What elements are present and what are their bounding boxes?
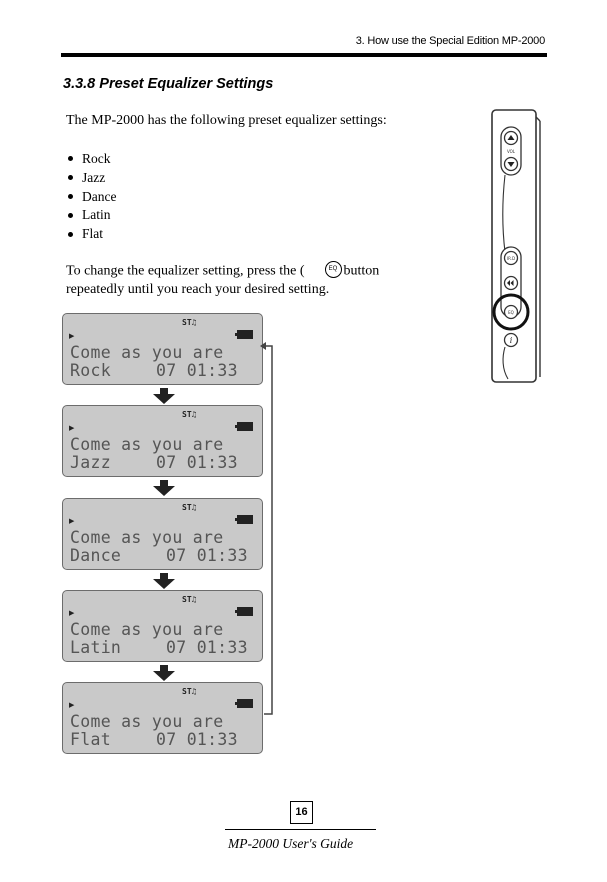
play-icon: ▶ bbox=[69, 424, 75, 432]
list-item: Dance bbox=[68, 188, 116, 207]
svg-text:i: i bbox=[510, 336, 513, 345]
stereo-indicator: ST♫ bbox=[182, 687, 197, 696]
play-icon: ▶ bbox=[69, 332, 75, 340]
down-arrow-icon bbox=[153, 665, 175, 681]
song-title: Come as you are bbox=[70, 528, 224, 547]
footer-title: MP-2000 User's Guide bbox=[228, 836, 354, 851]
battery-icon bbox=[235, 515, 253, 524]
bullet-icon bbox=[68, 175, 73, 181]
list-item: Latin bbox=[68, 206, 116, 225]
footer-rule bbox=[225, 829, 376, 830]
stereo-indicator: ST♫ bbox=[182, 503, 197, 512]
bullet-icon bbox=[68, 194, 73, 199]
play-icon: ▶ bbox=[69, 517, 75, 525]
bullet-icon bbox=[68, 231, 73, 237]
list-item: Jazz bbox=[68, 169, 116, 188]
battery-icon bbox=[235, 607, 253, 616]
preset-list: Rock Jazz Dance Latin Flat bbox=[68, 150, 116, 244]
song-title: Come as you are bbox=[70, 620, 224, 639]
intro-text: The MP-2000 has the following preset equ… bbox=[66, 113, 387, 128]
chapter-header: 3. How use the Special Edition MP-2000 bbox=[355, 35, 545, 47]
instruction-line-2: repeatedly until you reach your desired … bbox=[66, 282, 330, 297]
stereo-indicator: ST♫ bbox=[182, 595, 197, 604]
down-arrow-icon bbox=[153, 388, 175, 404]
battery-icon bbox=[235, 699, 253, 708]
loop-arrow-connector bbox=[260, 342, 273, 715]
play-icon: ▶ bbox=[69, 609, 75, 617]
song-title: Come as you are bbox=[70, 712, 224, 731]
song-title: Come as you are bbox=[70, 435, 224, 454]
svg-text:VOL: VOL bbox=[507, 149, 516, 154]
list-item: Flat bbox=[68, 225, 116, 244]
down-arrow-icon bbox=[153, 480, 175, 496]
svg-text:IR.D: IR.D bbox=[507, 256, 515, 261]
section-title: 3.3.8 Preset Equalizer Settings bbox=[63, 76, 274, 92]
bullet-icon bbox=[68, 156, 73, 162]
battery-icon bbox=[235, 330, 253, 339]
stereo-indicator: ST♫ bbox=[182, 410, 197, 419]
header-rule bbox=[61, 53, 547, 57]
down-arrow-icon bbox=[153, 573, 175, 589]
list-item: Rock bbox=[68, 150, 116, 169]
play-icon: ▶ bbox=[69, 701, 75, 709]
svg-text:EQ: EQ bbox=[508, 310, 514, 315]
instruction-line-1: To change the equalizer setting, press t… bbox=[66, 261, 379, 280]
page-number: 16 bbox=[290, 801, 313, 824]
stereo-indicator: ST♫ bbox=[182, 318, 197, 327]
song-title: Come as you are bbox=[70, 343, 224, 362]
device-side-view-illustration: VOL IR.D EQ i bbox=[491, 109, 541, 383]
battery-icon bbox=[235, 422, 253, 431]
eq-button-icon: EQ bbox=[324, 261, 342, 278]
bullet-icon bbox=[68, 212, 73, 218]
